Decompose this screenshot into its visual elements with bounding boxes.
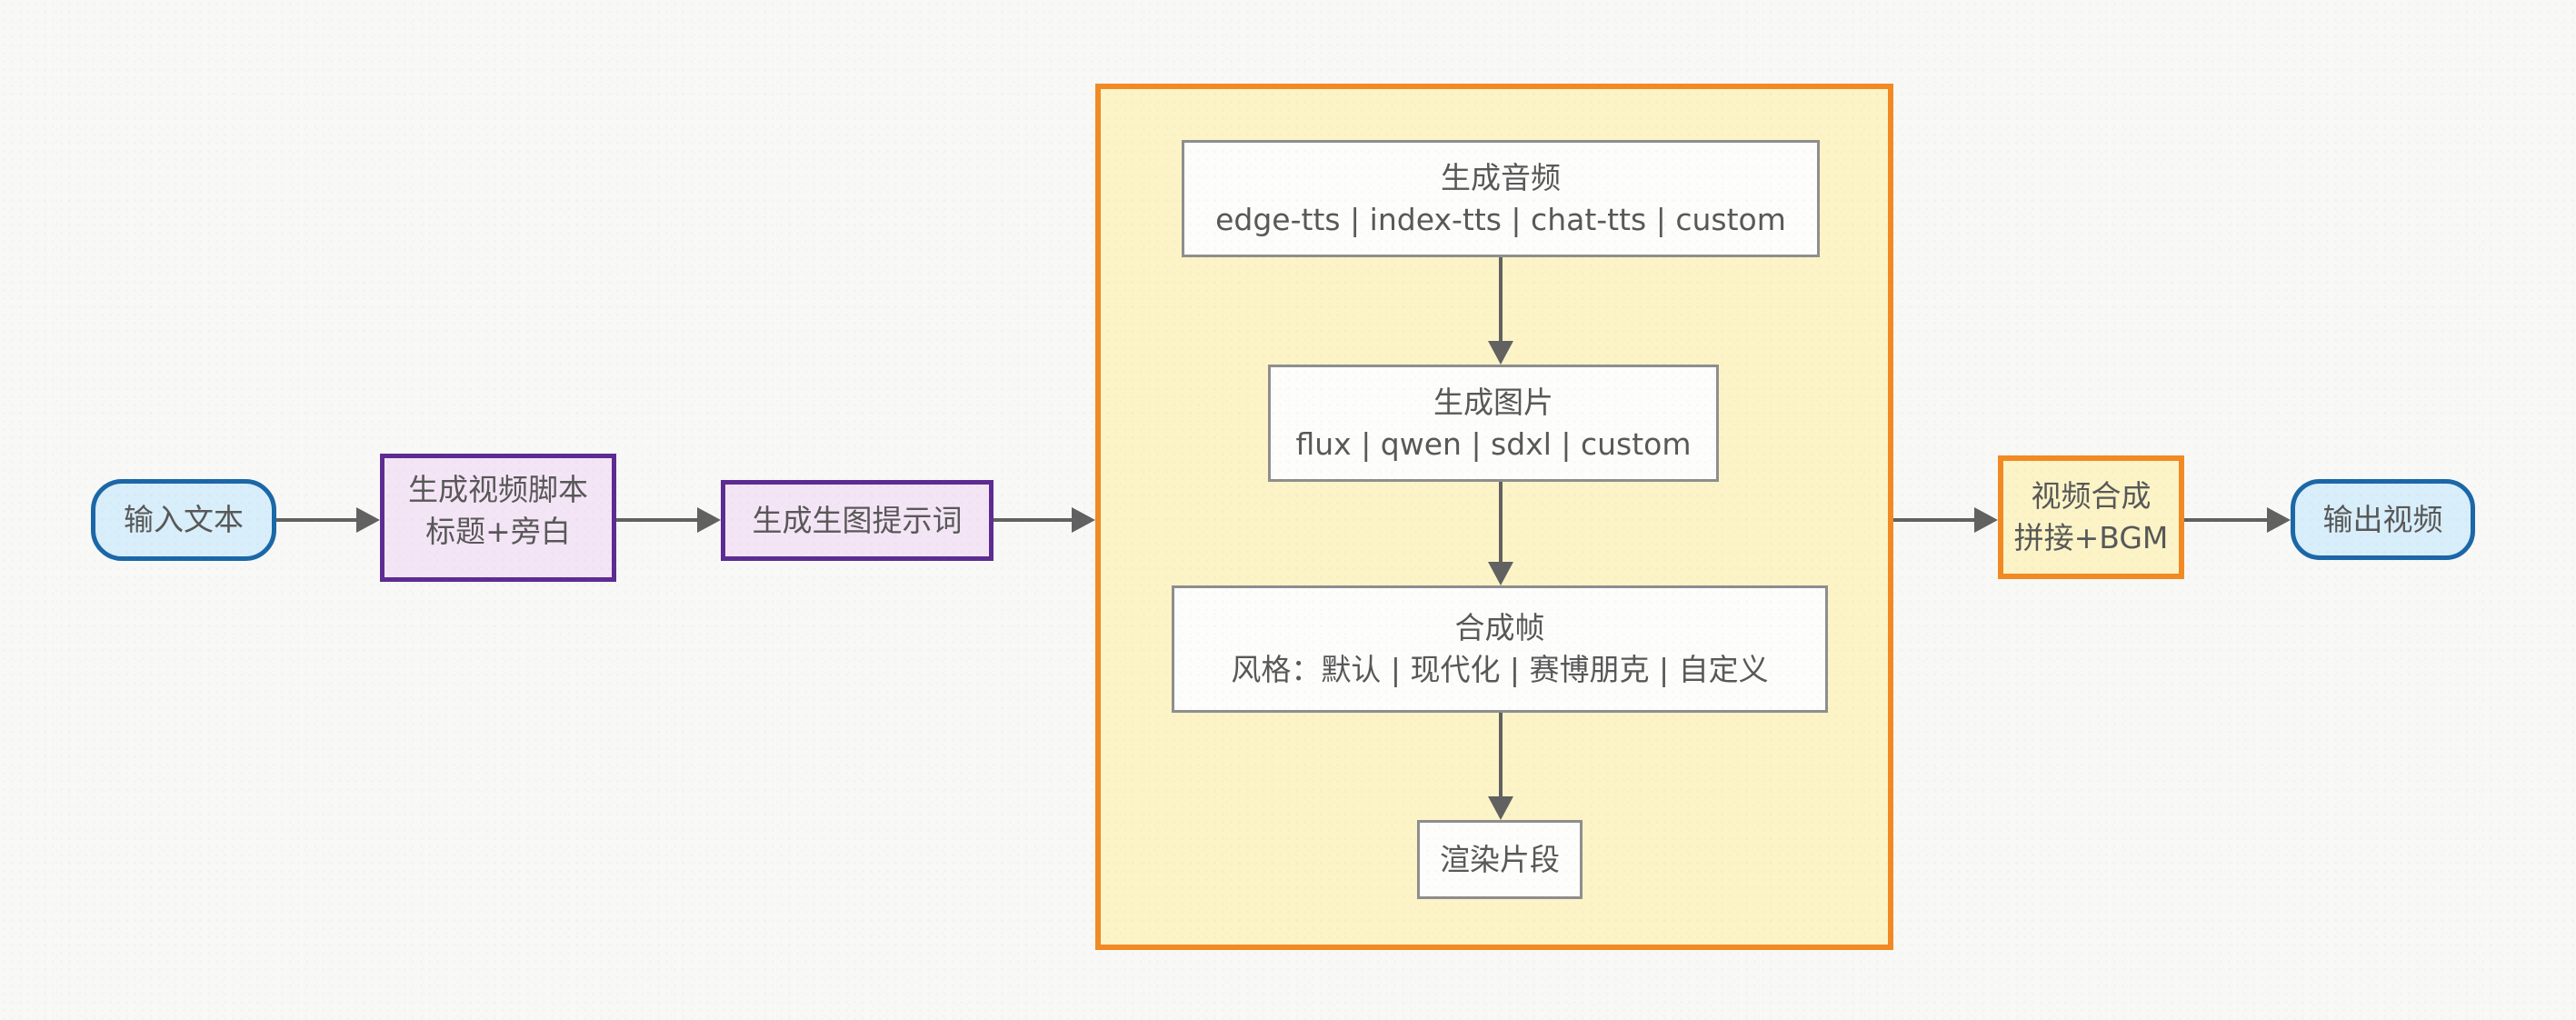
node-label-line2: flux | qwen | sdxl | custom bbox=[1295, 425, 1692, 462]
image-node: 生成图片 flux | qwen | sdxl | custom bbox=[1268, 365, 1719, 482]
arrow-line bbox=[1499, 482, 1503, 564]
scene-pipeline-container: 生成音频 edge-tts | index-tts | chat-tts | c… bbox=[1095, 84, 1893, 950]
arrowhead-icon bbox=[2267, 507, 2291, 533]
compose-node: 视频合成 拼接+BGM bbox=[1998, 455, 2184, 579]
arrow-image-to-frame bbox=[1488, 482, 1513, 585]
node-label: 输出视频 bbox=[2322, 501, 2443, 537]
arrow-line bbox=[1893, 518, 1976, 522]
arrowhead-icon bbox=[356, 507, 380, 533]
arrow-input-to-script bbox=[276, 507, 380, 533]
node-label-line1: 生成图片 bbox=[1433, 384, 1553, 420]
prompt-node: 生成生图提示词 bbox=[721, 480, 993, 561]
node-label-line1: 生成音频 bbox=[1441, 159, 1561, 195]
arrow-group-to-compose bbox=[1893, 507, 1998, 533]
node-label-line1: 生成视频脚本 bbox=[408, 471, 588, 507]
node-label-line2: 拼接+BGM bbox=[2013, 520, 2169, 555]
output-video-node: 输出视频 bbox=[2291, 479, 2475, 560]
arrow-frame-to-render bbox=[1488, 713, 1513, 820]
node-label-line2: edge-tts | index-tts | chat-tts | custom bbox=[1215, 201, 1786, 237]
arrowhead-icon bbox=[1974, 507, 1998, 533]
arrow-line bbox=[2184, 518, 2269, 522]
arrow-audio-to-image bbox=[1488, 257, 1513, 365]
arrow-script-to-prompt bbox=[616, 507, 721, 533]
arrowhead-icon bbox=[1072, 507, 1095, 533]
node-label-line1: 合成帧 bbox=[1454, 610, 1545, 645]
node-label-line1: 视频合成 bbox=[2031, 478, 2152, 514]
input-text-node: 输入文本 bbox=[91, 479, 276, 561]
frame-node: 合成帧 风格：默认 | 现代化 | 赛博朋克 | 自定义 bbox=[1172, 585, 1828, 713]
script-node: 生成视频脚本 标题+旁白 bbox=[380, 454, 616, 582]
node-label: 输入文本 bbox=[124, 502, 244, 537]
node-label-line2: 标题+旁白 bbox=[425, 513, 571, 549]
arrowhead-icon bbox=[1488, 562, 1513, 585]
arrow-line bbox=[616, 518, 699, 522]
arrow-line bbox=[1499, 257, 1503, 343]
arrowhead-icon bbox=[697, 507, 721, 533]
audio-node: 生成音频 edge-tts | index-tts | chat-tts | c… bbox=[1182, 140, 1820, 257]
node-label: 渲染片段 bbox=[1440, 841, 1560, 877]
arrow-compose-to-output bbox=[2184, 507, 2291, 533]
arrow-prompt-to-group bbox=[993, 507, 1095, 533]
arrow-line bbox=[1499, 713, 1503, 798]
arrowhead-icon bbox=[1488, 341, 1513, 365]
arrow-line bbox=[276, 518, 358, 522]
render-node: 渲染片段 bbox=[1417, 820, 1583, 899]
node-label-line2: 风格：默认 | 现代化 | 赛博朋克 | 自定义 bbox=[1231, 652, 1769, 687]
arrowhead-icon bbox=[1488, 796, 1513, 820]
arrow-line bbox=[993, 518, 1073, 522]
node-label: 生成生图提示词 bbox=[752, 502, 963, 538]
